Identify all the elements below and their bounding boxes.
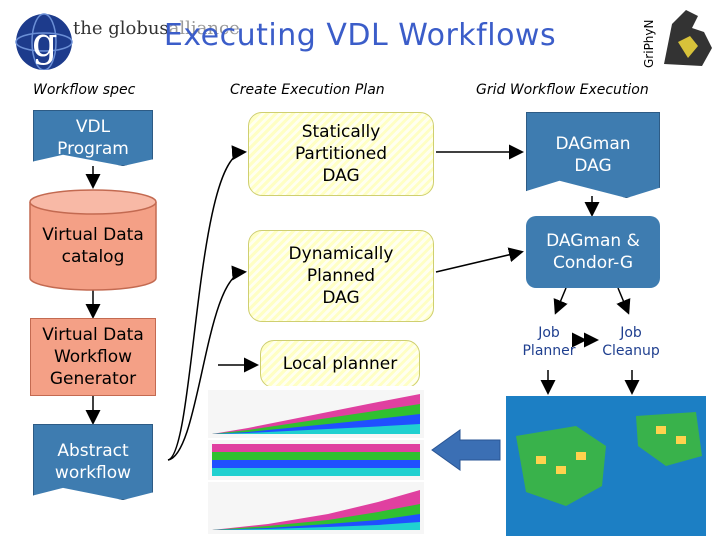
map-icon	[516, 412, 702, 506]
grid-sites-map	[506, 396, 706, 536]
job-planner-node: Job Planner	[522, 325, 576, 359]
logo-text-left: the globus	[73, 18, 169, 39]
vdl-program-node: VDL Program	[33, 110, 153, 166]
virtual-data-catalog-node: Virtual Data catalog	[28, 188, 158, 292]
virtual-data-workflow-generator-node: Virtual Data Workflow Generator	[30, 318, 156, 396]
dagman-dag-node: DAGman DAG	[526, 112, 660, 198]
plot-thumbnails	[208, 390, 424, 534]
page-title: Executing VDL Workflows	[163, 18, 557, 53]
column-header-grid-workflow-execution: Grid Workflow Execution	[476, 82, 649, 98]
dagman-condor-g-node: DAGman & Condor-G	[526, 216, 660, 288]
globus-logo: g	[8, 10, 128, 70]
griffin-icon	[664, 10, 712, 66]
globus-logo-icon: g	[15, 13, 73, 70]
statically-partitioned-dag-node: Statically Partitioned DAG	[248, 112, 434, 196]
dynamically-planned-dag-node: Dynamically Planned DAG	[248, 230, 434, 322]
database-icon	[29, 189, 157, 291]
job-cleanup-node: Job Cleanup	[602, 325, 660, 359]
workflow-execution-plots	[208, 386, 424, 538]
arrow-abstract-to-dynamic	[167, 265, 247, 461]
arrow-condor-to-job-cleanup	[616, 287, 631, 315]
column-header-workflow-spec: Workflow spec	[33, 82, 136, 98]
griphyn-logo: GriPhyN	[636, 2, 718, 74]
column-header-create-execution-plan: Create Execution Plan	[230, 82, 385, 98]
arrow-dynamic-to-condor	[435, 247, 524, 273]
logo-letter: g	[32, 20, 58, 66]
logo-text-right: alliance	[168, 18, 240, 39]
abstract-workflow-node: Abstract workflow	[33, 424, 153, 500]
local-planner-node: Local planner	[260, 340, 420, 388]
logo-text: the globusalliance	[73, 18, 240, 39]
virtual-data-catalog-label: Virtual Data catalog	[42, 225, 144, 267]
arrow-condor-to-job-planner	[553, 287, 568, 315]
arrow-abstract-to-static	[167, 145, 247, 461]
